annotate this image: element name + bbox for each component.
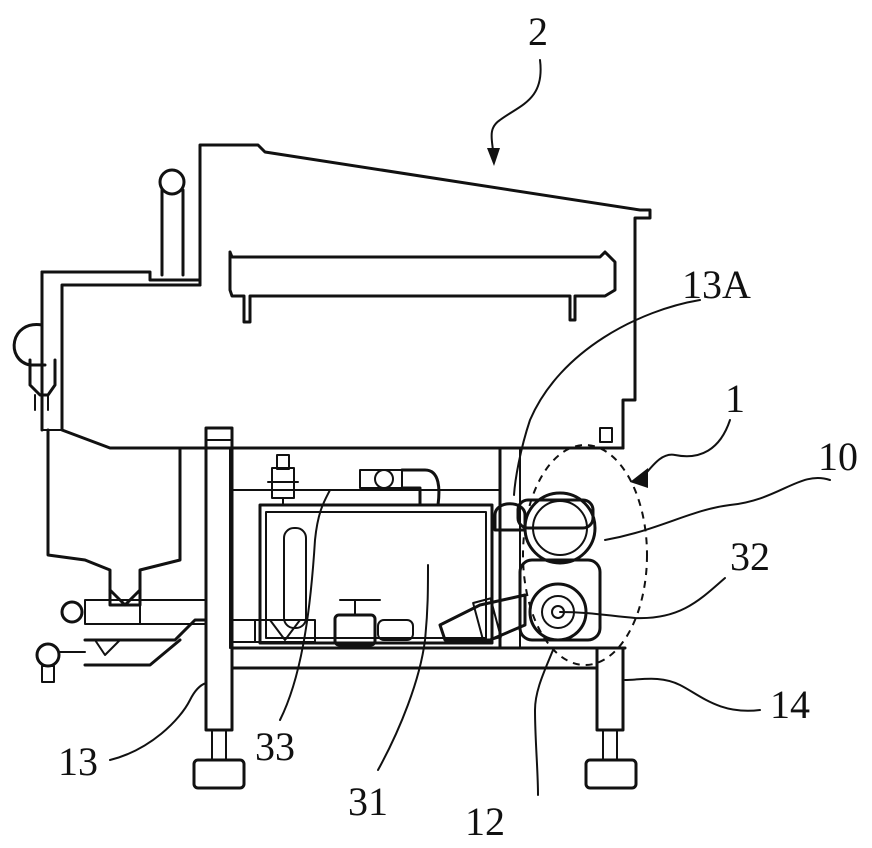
label-32: 32 — [730, 534, 770, 579]
pump-assembly — [438, 491, 602, 643]
upper-housing — [40, 143, 652, 450]
label-13a: 13A — [682, 262, 751, 307]
bottom-piping — [35, 599, 414, 683]
left-fitting — [12, 323, 57, 411]
label-12: 12 — [465, 799, 505, 844]
leader-lines — [109, 59, 831, 796]
label-10: 10 — [818, 434, 858, 479]
drain-tank — [46, 428, 182, 607]
vent-pipe — [158, 168, 186, 277]
top-valves — [267, 454, 441, 507]
frame — [192, 426, 638, 790]
label-31: 31 — [348, 779, 388, 824]
label-14: 14 — [770, 682, 810, 727]
label-13: 13 — [58, 739, 98, 784]
label-1: 1 — [725, 376, 745, 421]
detail-circle — [522, 444, 648, 666]
label-33: 33 — [255, 724, 295, 769]
label-2: 2 — [528, 9, 548, 54]
